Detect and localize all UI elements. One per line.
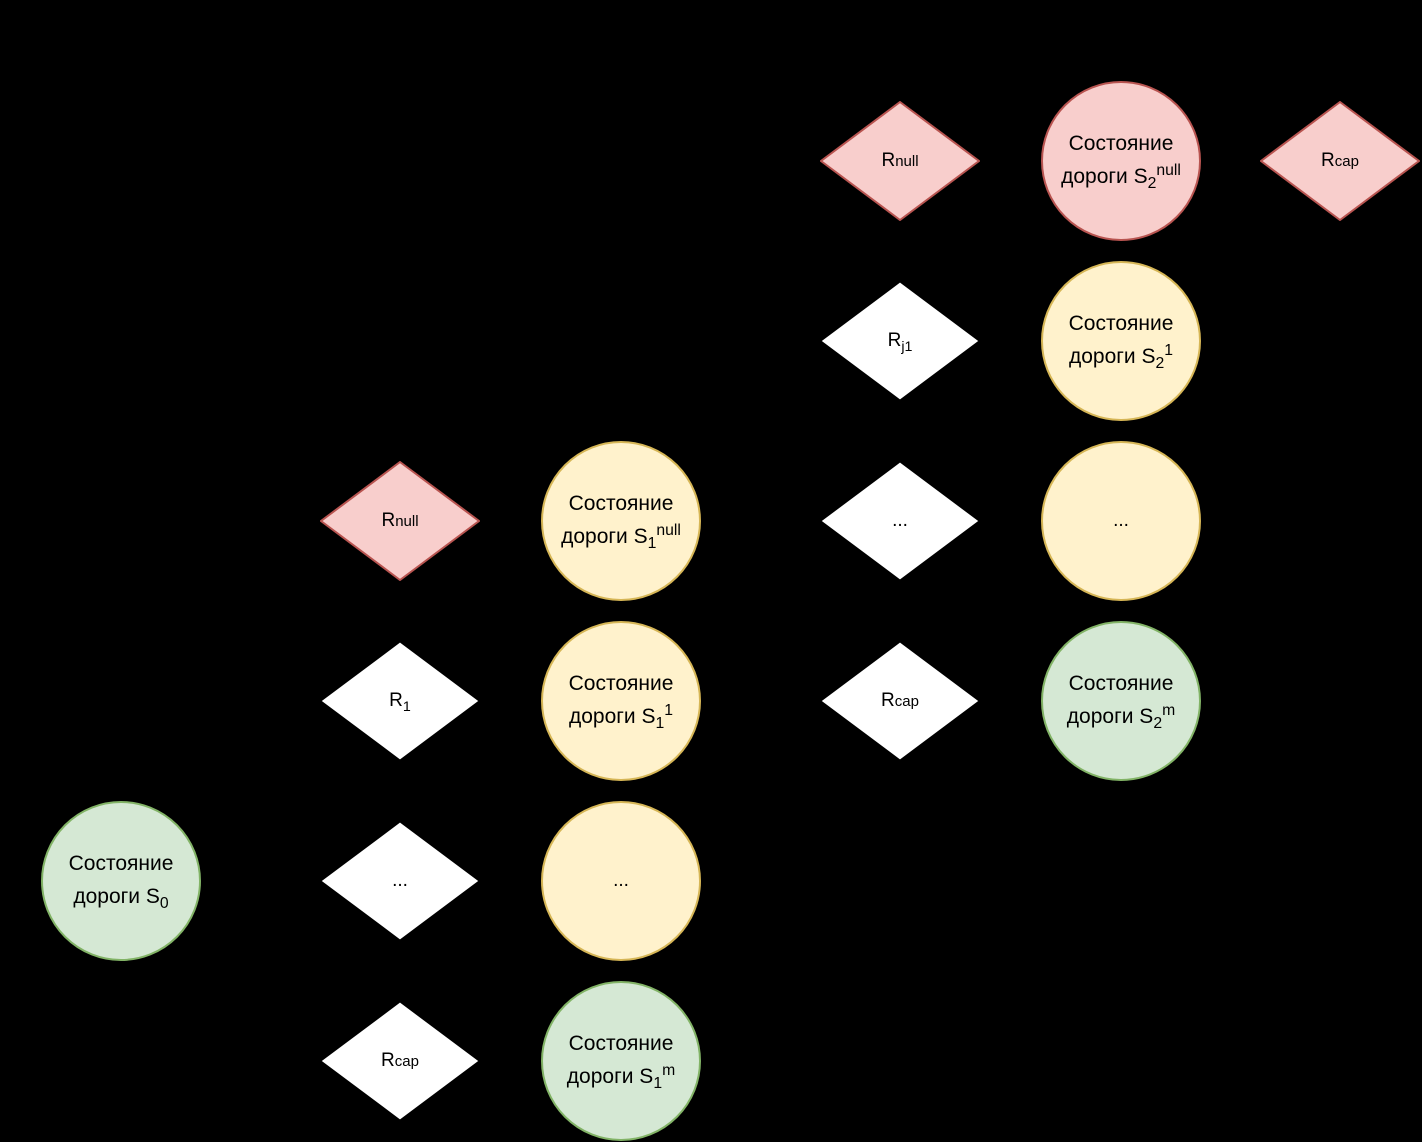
state-superscript: null bbox=[1156, 162, 1181, 179]
state-superscript: null bbox=[656, 522, 681, 539]
action-base: R bbox=[1321, 150, 1335, 171]
action-r2-dots-diamond: ... bbox=[820, 461, 980, 581]
state-s0-node: Состояние дороги S0 bbox=[41, 801, 201, 961]
state-label: Состояние bbox=[68, 852, 174, 876]
state-road-label: дороги S bbox=[73, 885, 160, 908]
state-label: Состояние bbox=[568, 1032, 674, 1056]
state-road-label: дороги S bbox=[561, 525, 648, 548]
state-label: Состояние bbox=[568, 672, 674, 696]
state-label: Состояние bbox=[568, 492, 674, 516]
diamond-shape bbox=[320, 821, 480, 941]
action-r2-cap-diamond: Rcap bbox=[820, 641, 980, 761]
action-r1-cap-diamond: Rcap bbox=[320, 1001, 480, 1121]
diamond-shape bbox=[1260, 101, 1420, 221]
state-subscript: 2 bbox=[1147, 175, 1157, 193]
state-ellipsis: ... bbox=[1113, 510, 1129, 532]
diamond-shape bbox=[820, 281, 980, 401]
state-s2-1-node: Состояние дороги S21 bbox=[1041, 261, 1201, 421]
state-road-label: дороги S bbox=[1068, 345, 1156, 368]
state-s1-dots-node: ... bbox=[541, 801, 701, 961]
action-ellipsis: ... bbox=[892, 510, 908, 531]
action-base: R bbox=[881, 690, 895, 711]
state-subscript: 1 bbox=[655, 715, 665, 733]
action-base: R bbox=[389, 690, 403, 711]
state-label: Состояние bbox=[1068, 132, 1174, 156]
state-road-label: дороги S bbox=[566, 1065, 654, 1088]
diamond-shape bbox=[320, 641, 480, 761]
action-rj1-diamond: Rj1 bbox=[820, 281, 980, 401]
action-r1-dots-diamond: ... bbox=[320, 821, 480, 941]
state-s1-null-node: Состояние дороги S1null bbox=[541, 441, 701, 601]
action-subscript: 1 bbox=[402, 698, 411, 715]
state-road-label: дороги S bbox=[1066, 705, 1154, 728]
action-base: R bbox=[381, 1050, 395, 1071]
state-subscript: 2 bbox=[1155, 355, 1165, 373]
state-s1-m-node: Состояние дороги S1m bbox=[541, 981, 701, 1141]
diamond-shape bbox=[820, 641, 980, 761]
action-suffix: null bbox=[395, 513, 419, 530]
action-subscript: j1 bbox=[901, 338, 913, 355]
action-suffix: cap bbox=[394, 1053, 419, 1070]
state-s2-null-node: Состояние дороги S2null bbox=[1041, 81, 1201, 241]
action-suffix: null bbox=[895, 153, 919, 170]
action-r1-diamond: R1 bbox=[320, 641, 480, 761]
state-superscript: 1 bbox=[1164, 342, 1174, 359]
state-ellipsis: ... bbox=[613, 870, 629, 892]
state-subscript: 0 bbox=[159, 895, 169, 913]
diamond-shape bbox=[320, 1001, 480, 1121]
action-suffix: cap bbox=[894, 693, 919, 710]
action-ellipsis: ... bbox=[392, 870, 408, 891]
state-subscript: 2 bbox=[1153, 715, 1163, 733]
state-label: Состояние bbox=[1068, 672, 1174, 696]
state-road-label: дороги S bbox=[568, 705, 656, 728]
action-r-cap-after-null-diamond: Rcap bbox=[1260, 101, 1420, 221]
diamond-shape bbox=[320, 461, 480, 581]
action-r2-null-diamond: Rnull bbox=[820, 101, 980, 221]
state-superscript: m bbox=[1162, 702, 1176, 719]
action-base: R bbox=[887, 330, 902, 351]
state-label: Состояние bbox=[1068, 312, 1174, 336]
state-superscript: m bbox=[662, 1062, 676, 1079]
action-base: R bbox=[381, 510, 396, 531]
state-s2-dots-node: ... bbox=[1041, 441, 1201, 601]
action-suffix: cap bbox=[1334, 153, 1359, 170]
state-s1-1-node: Состояние дороги S11 bbox=[541, 621, 701, 781]
state-road-label: дороги S bbox=[1061, 165, 1148, 188]
action-r1-null-diamond: Rnull bbox=[320, 461, 480, 581]
state-subscript: 1 bbox=[647, 535, 657, 553]
diamond-shape bbox=[820, 101, 980, 221]
state-s2-m-node: Состояние дороги S2m bbox=[1041, 621, 1201, 781]
diamond-shape bbox=[820, 461, 980, 581]
action-base: R bbox=[881, 150, 896, 171]
state-superscript: 1 bbox=[664, 702, 674, 719]
state-subscript: 1 bbox=[653, 1075, 663, 1093]
